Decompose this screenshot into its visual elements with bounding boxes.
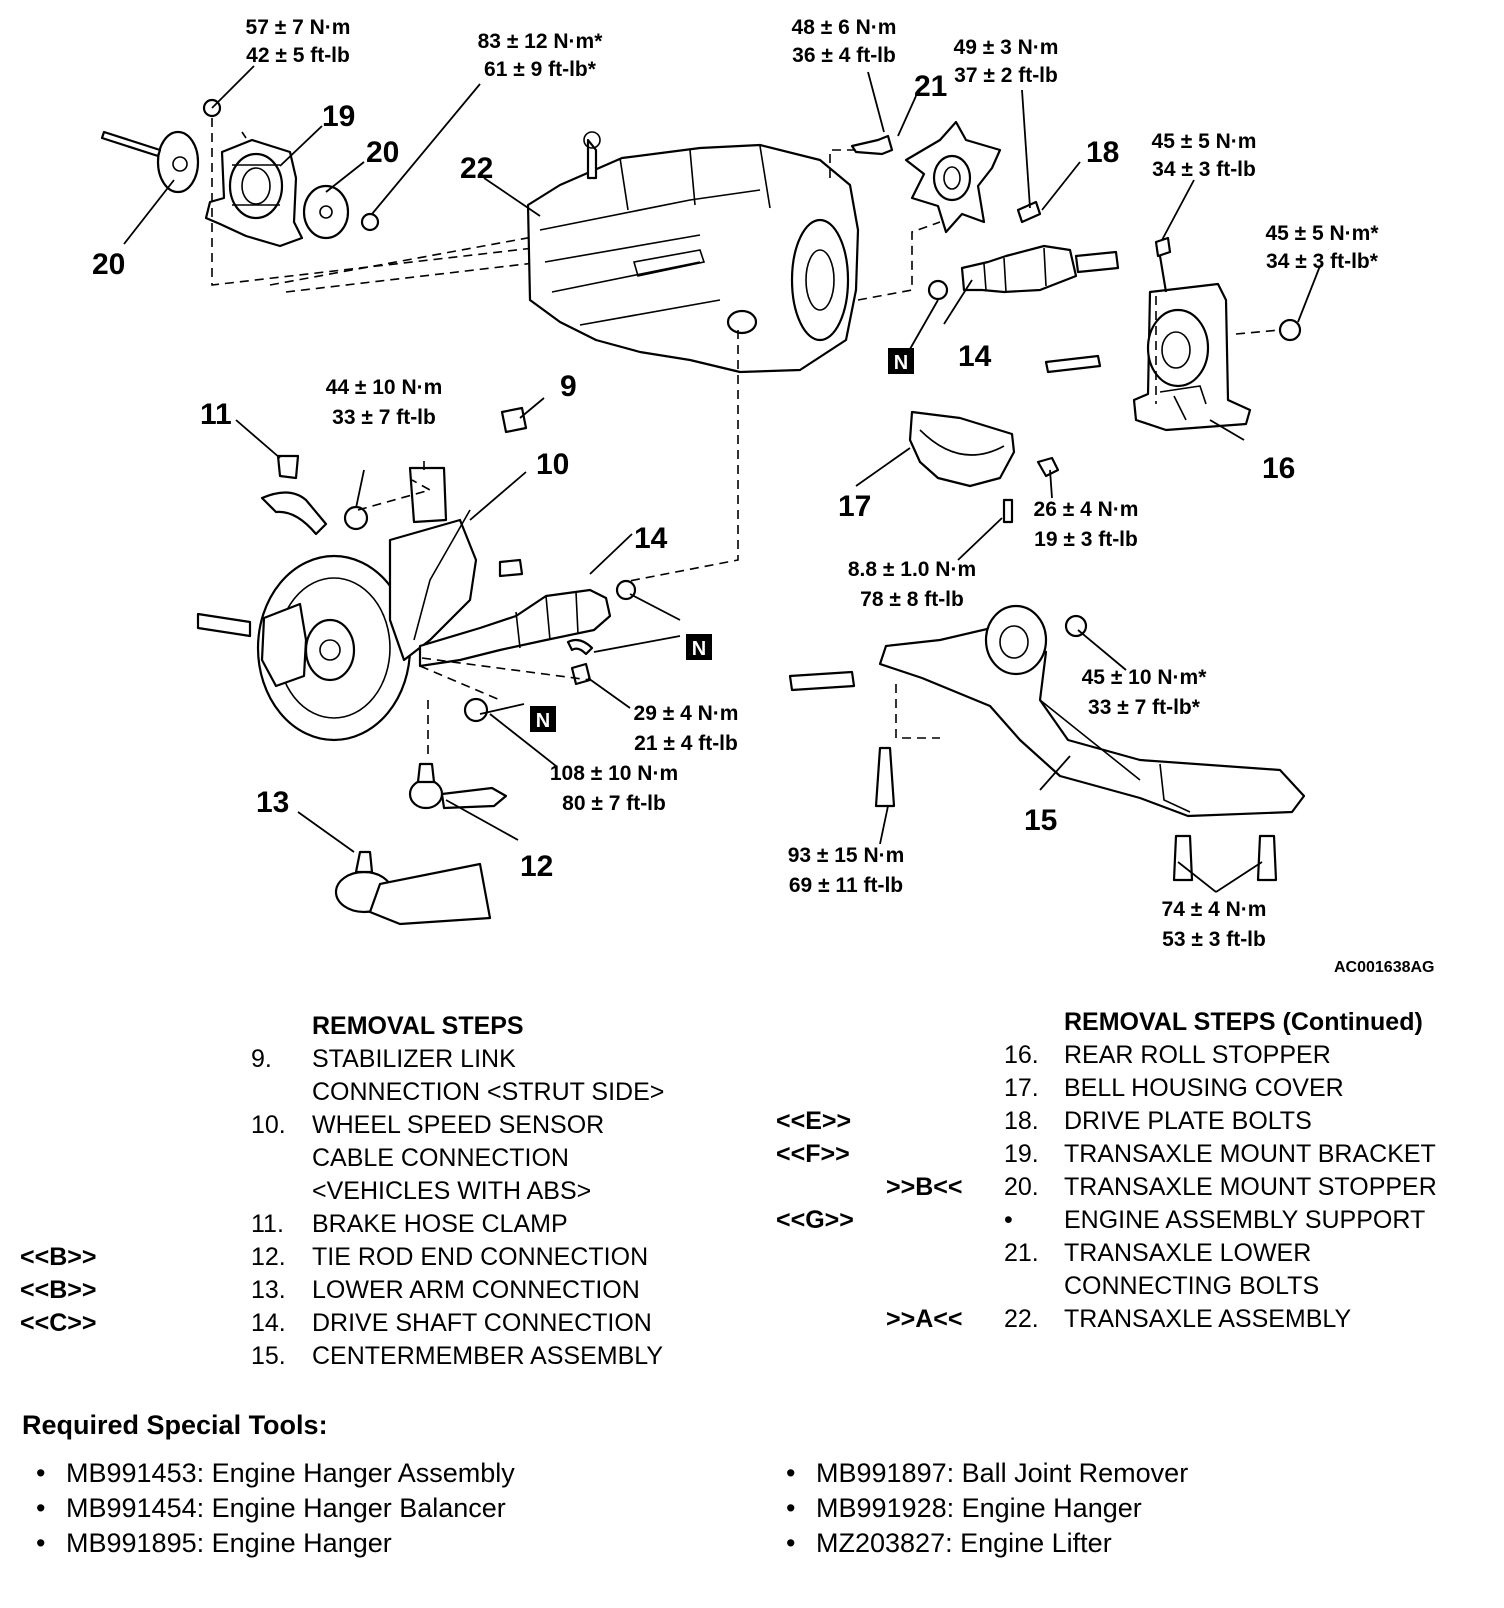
torque-spec-6: 45 ± 5 N·m* bbox=[1265, 222, 1379, 245]
torque-spec-2: 83 ± 12 N·m* bbox=[478, 30, 604, 53]
tool-item: MB991897: Ball Joint Remover bbox=[772, 1456, 1188, 1491]
torque-spec-4: 49 ± 3 N·m bbox=[954, 36, 1059, 59]
callout-16: 16 bbox=[1262, 452, 1295, 485]
torque-spec-7: 33 ± 7 ft-lb bbox=[332, 406, 436, 429]
transaxle-mount-bracket-drawing bbox=[204, 138, 304, 248]
knuckle-brake-disc-drawing bbox=[196, 466, 524, 742]
step-row: >>B<<20.TRANSAXLE MOUNT STOPPER bbox=[886, 1173, 1437, 1201]
centermember-assembly-drawing bbox=[788, 604, 1306, 882]
exploded-diagram: 57 ± 7 N·m 42 ± 5 ft-lb 83 ± 12 N·m* 61 … bbox=[92, 16, 1435, 976]
callout-21: 21 bbox=[914, 70, 947, 103]
drive-shaft-outer-drawing bbox=[418, 579, 637, 668]
step-row: <<G>>•ENGINE ASSEMBLY SUPPORT bbox=[776, 1206, 1426, 1234]
step-row: <<B>>13.LOWER ARM CONNECTION bbox=[20, 1276, 640, 1304]
tools-list-right: MB991897: Ball Joint Remover MB991928: E… bbox=[772, 1456, 1188, 1561]
leader-lines bbox=[123, 65, 1321, 893]
transaxle-assembly-drawing bbox=[526, 131, 860, 374]
torque-spec-10: 33 ± 7 ft-lb* bbox=[1088, 696, 1201, 719]
tie-rod-end-drawing bbox=[408, 762, 508, 810]
callout-12: 12 bbox=[520, 850, 553, 883]
callout-13: 13 bbox=[256, 786, 289, 819]
callout-15: 15 bbox=[1024, 804, 1057, 837]
step-row: 10.WHEEL SPEED SENSOR bbox=[251, 1111, 605, 1139]
step-row: CABLE CONNECTION bbox=[312, 1144, 569, 1172]
callout-22: 22 bbox=[460, 152, 493, 185]
tool-item: MB991895: Engine Hanger bbox=[22, 1526, 515, 1561]
step-row: <<C>>14.DRIVE SHAFT CONNECTION bbox=[20, 1309, 652, 1337]
callout-19: 19 bbox=[322, 100, 355, 133]
torque-spec-9: 8.8 ± 1.0 N·m bbox=[848, 558, 976, 581]
torque-spec-4: 37 ± 2 ft-lb bbox=[954, 64, 1058, 87]
torque-spec-13: 69 ± 11 ft-lb bbox=[789, 874, 903, 897]
torque-spec-11: 29 ± 4 N·m bbox=[634, 702, 739, 725]
stabilizer-link-drawing bbox=[260, 406, 594, 723]
torque-spec-6: 34 ± 3 ft-lb* bbox=[1266, 250, 1379, 273]
callout-17: 17 bbox=[838, 490, 871, 523]
callout-20-left: 20 bbox=[92, 248, 125, 281]
tool-item: MB991453: Engine Hanger Assembly bbox=[22, 1456, 515, 1491]
torque-spec-7: 44 ± 10 N·m bbox=[326, 376, 443, 399]
callout-20-right: 20 bbox=[366, 136, 399, 169]
step-row: 21.TRANSAXLE LOWER bbox=[1004, 1239, 1312, 1267]
callout-9: 9 bbox=[560, 370, 577, 403]
torque-spec-10: 45 ± 10 N·m* bbox=[1082, 666, 1208, 689]
torque-spec-12: 108 ± 10 N·m bbox=[550, 762, 678, 785]
step-row: CONNECTING BOLTS bbox=[1064, 1272, 1320, 1300]
torque-spec-1: 57 ± 7 N·m bbox=[246, 16, 351, 39]
step-row: <VEHICLES WITH ABS> bbox=[312, 1177, 592, 1205]
removal-steps-left: REMOVAL STEPS 9.STABILIZER LINK CONNECTI… bbox=[0, 1010, 730, 1373]
rear-roll-stopper-drawing bbox=[1044, 236, 1302, 432]
torque-spec-8: 26 ± 4 N·m bbox=[1034, 498, 1139, 521]
step-row: 11.BRAKE HOSE CLAMP bbox=[251, 1210, 568, 1238]
drive-plate-drawing bbox=[850, 120, 1042, 234]
step-row: CONNECTION <STRUT SIDE> bbox=[312, 1078, 665, 1106]
part-callouts: 9 10 11 12 13 14 14 15 16 17 18 19 20 20… bbox=[92, 70, 1295, 883]
removal-steps-right: REMOVAL STEPS (Continued) 16.REAR ROLL S… bbox=[760, 1006, 1500, 1336]
n-marker-middle: N bbox=[692, 638, 706, 660]
callout-14-upper: 14 bbox=[958, 340, 992, 373]
torque-spec-3: 48 ± 6 N·m bbox=[792, 16, 897, 39]
callout-14-lower: 14 bbox=[634, 522, 668, 555]
special-tools-title: Required Special Tools: bbox=[22, 1410, 328, 1440]
tools-list-left: MB991453: Engine Hanger Assembly MB99145… bbox=[22, 1456, 515, 1561]
tool-item: MZ203827: Engine Lifter bbox=[772, 1526, 1188, 1561]
tool-item: MB991928: Engine Hanger bbox=[772, 1491, 1188, 1526]
callout-10: 10 bbox=[536, 448, 569, 481]
figure-code: AC001638AG bbox=[1334, 959, 1435, 976]
torque-spec-14: 74 ± 4 N·m bbox=[1162, 898, 1267, 921]
step-row: <<B>>12.TIE ROD END CONNECTION bbox=[20, 1243, 649, 1271]
torque-spec-2: 61 ± 9 ft-lb* bbox=[484, 58, 597, 81]
torque-spec-5: 45 ± 5 N·m bbox=[1152, 130, 1257, 153]
torque-spec-1: 42 ± 5 ft-lb bbox=[246, 44, 350, 67]
step-row: <<F>>19.TRANSAXLE MOUNT BRACKET bbox=[776, 1140, 1436, 1168]
special-tools-section: Required Special Tools: MB991453: Engine… bbox=[22, 1410, 1482, 1558]
torque-spec-8: 19 ± 3 ft-lb bbox=[1034, 528, 1138, 551]
step-row: 15.CENTERMEMBER ASSEMBLY bbox=[251, 1342, 664, 1370]
step-row: 16.REAR ROLL STOPPER bbox=[1004, 1041, 1331, 1069]
callout-11: 11 bbox=[200, 398, 232, 431]
torque-spec-12: 80 ± 7 ft-lb bbox=[562, 792, 666, 815]
torque-spec-11: 21 ± 4 ft-lb bbox=[634, 732, 738, 755]
drive-shaft-inner-drawing bbox=[927, 244, 1120, 301]
step-row: <<E>>18.DRIVE PLATE BOLTS bbox=[776, 1107, 1312, 1135]
lower-arm-drawing bbox=[334, 850, 492, 926]
bell-housing-cover-drawing bbox=[908, 410, 1060, 524]
removal-steps-header: REMOVAL STEPS bbox=[312, 1012, 524, 1040]
n-markers: N N N bbox=[530, 348, 914, 732]
torque-spec-13: 93 ± 15 N·m bbox=[788, 844, 905, 867]
n-marker-upper: N bbox=[894, 352, 908, 374]
torque-spec-14: 53 ± 3 ft-lb bbox=[1162, 928, 1266, 951]
callout-18: 18 bbox=[1086, 136, 1119, 169]
removal-steps-continued-header: REMOVAL STEPS (Continued) bbox=[1064, 1008, 1423, 1036]
mount-stopper-left-drawing bbox=[100, 130, 200, 194]
torque-spec-5: 34 ± 3 ft-lb bbox=[1152, 158, 1256, 181]
tool-item: MB991454: Engine Hanger Balancer bbox=[22, 1491, 515, 1526]
step-row: 9.STABILIZER LINK bbox=[251, 1045, 516, 1073]
n-marker-lower: N bbox=[536, 710, 550, 732]
step-row: >>A<<22.TRANSAXLE ASSEMBLY bbox=[886, 1305, 1352, 1333]
torque-labels: 57 ± 7 N·m 42 ± 5 ft-lb 83 ± 12 N·m* 61 … bbox=[246, 16, 1380, 951]
step-row: 17.BELL HOUSING COVER bbox=[1004, 1074, 1344, 1102]
torque-spec-9: 78 ± 8 ft-lb bbox=[860, 588, 964, 611]
torque-spec-3: 36 ± 4 ft-lb bbox=[792, 44, 896, 67]
